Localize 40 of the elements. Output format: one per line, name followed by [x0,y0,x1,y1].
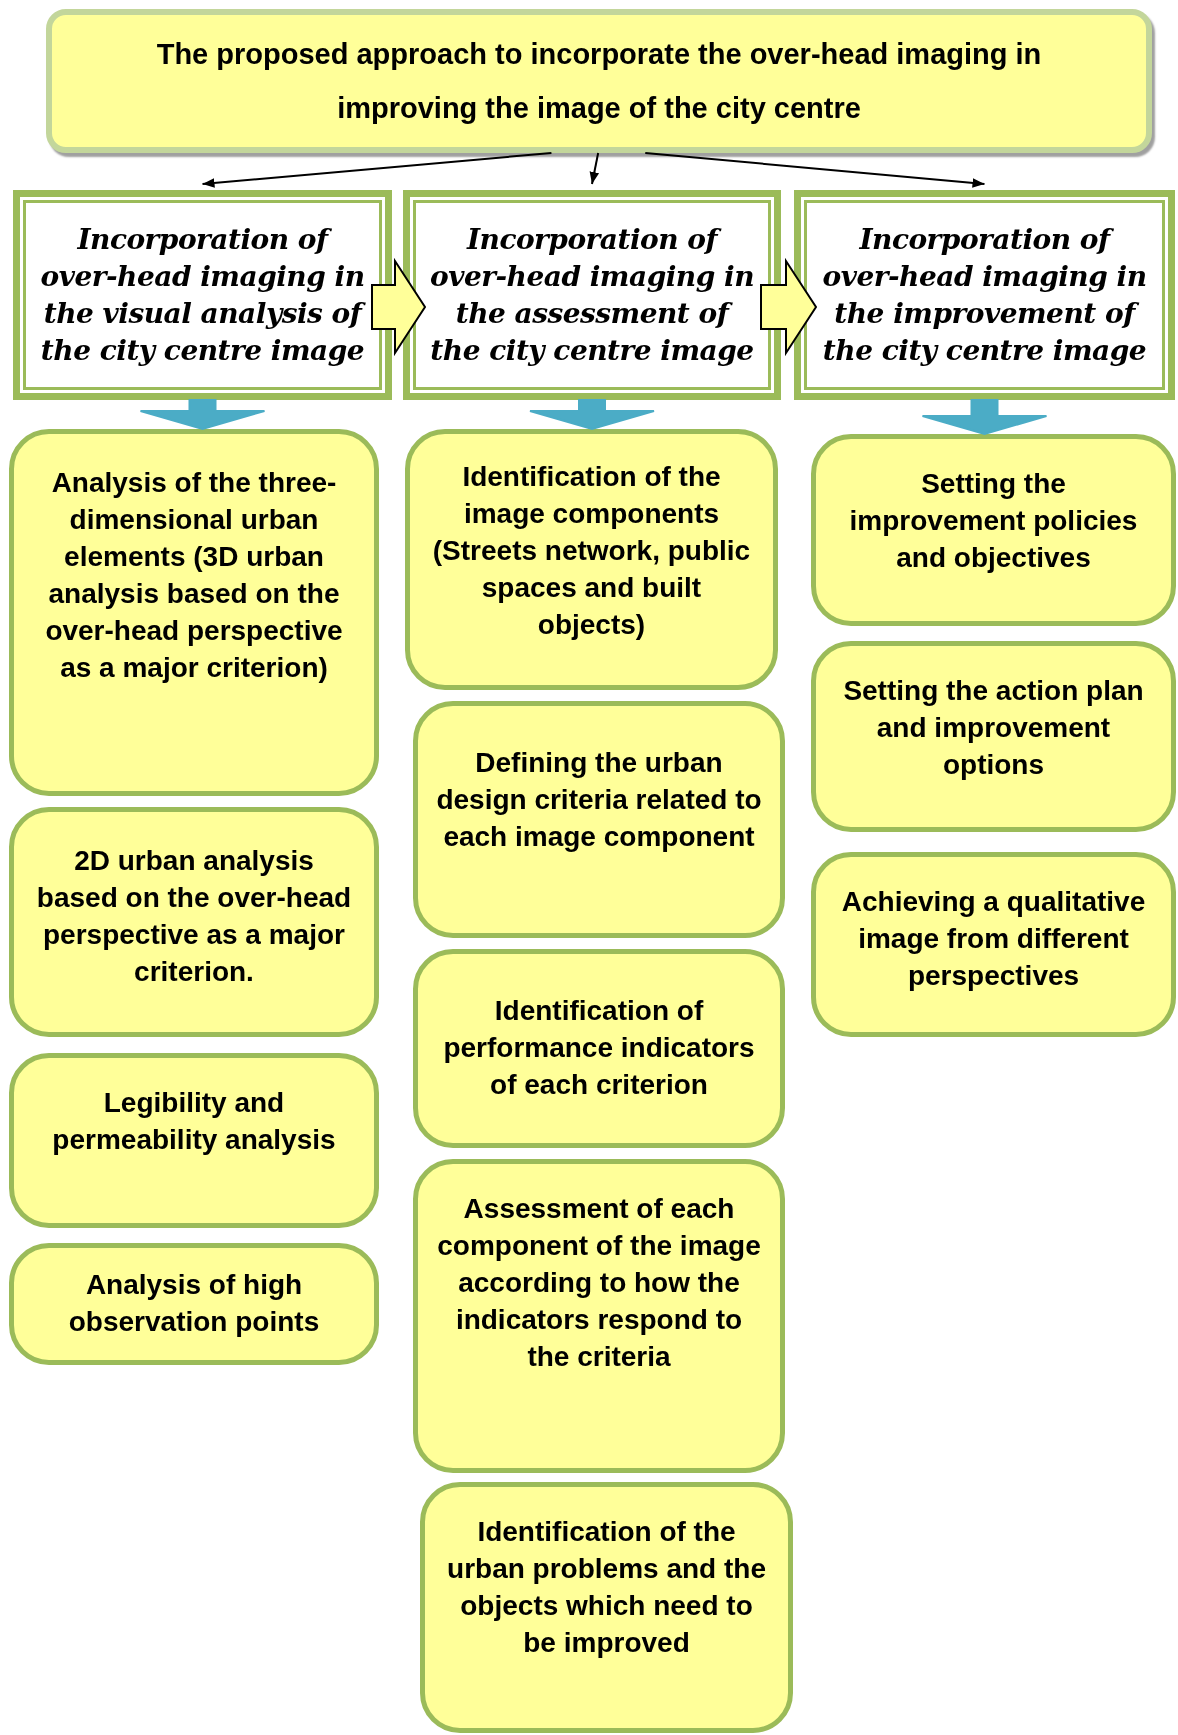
arrow [644,152,986,188]
step-text: Defining the urban design criteria related to each image component [435,746,763,854]
stage-box [403,190,781,400]
block-arrow [139,399,266,431]
arrow [589,152,600,185]
step-box [413,1159,785,1473]
step-text: Analysis of high observation points [67,1268,321,1339]
stage-box [794,190,1175,400]
step-box [405,429,778,690]
arrow [201,152,553,188]
stage-heading: Incorporation of over-head imaging in the improvement of the city centre image [821,222,1148,369]
block-arrow [371,257,427,357]
block-arrow [921,399,1048,436]
stage-box [13,190,392,400]
block-arrow [760,257,818,357]
step-text: Identification of performance indicators of each criterion [442,994,756,1102]
step-box [9,1053,379,1228]
step-text: Assessment of each component of the image according to how the indicators respond to the criteria [436,1192,762,1374]
step-box [413,701,785,938]
title-box [46,9,1152,153]
step-box [811,641,1176,832]
step-box [811,434,1176,626]
step-text: The proposed approach to incorporate the over-head imaging in improving the image of the city centre [155,37,1043,126]
step-box [420,1482,793,1733]
step-text: Setting the improvement policies and objectives [848,467,1139,575]
step-box [413,949,785,1148]
step-box [9,807,379,1037]
block-arrow [529,399,655,431]
step-text: Achieving a qualitative image from different perspectives [840,885,1147,993]
step-text: Legibility and permeability analysis [51,1086,337,1157]
step-text: 2D urban analysis based on the over-head perspective as a major criterion. [35,844,353,989]
step-box [9,1243,379,1365]
step-box [9,429,379,796]
step-text: Identification of the urban problems and the objects which need to be improved [446,1515,767,1660]
stage-heading: Incorporation of over-head imaging in the assessment of the city centre image [428,222,756,369]
step-text: Analysis of the three-dimensional urban elements (3D urban analysis based on the over-head perspective as a major criterion) [44,466,344,685]
stage-heading: Incorporation of over-head imaging in the visual analysis of the city centre image [39,222,367,369]
step-box [811,852,1176,1037]
step-text: Identification of the image components (Streets network, public spaces and built objects) [431,460,752,642]
step-text: Setting the action plan and improvement options [842,674,1145,782]
